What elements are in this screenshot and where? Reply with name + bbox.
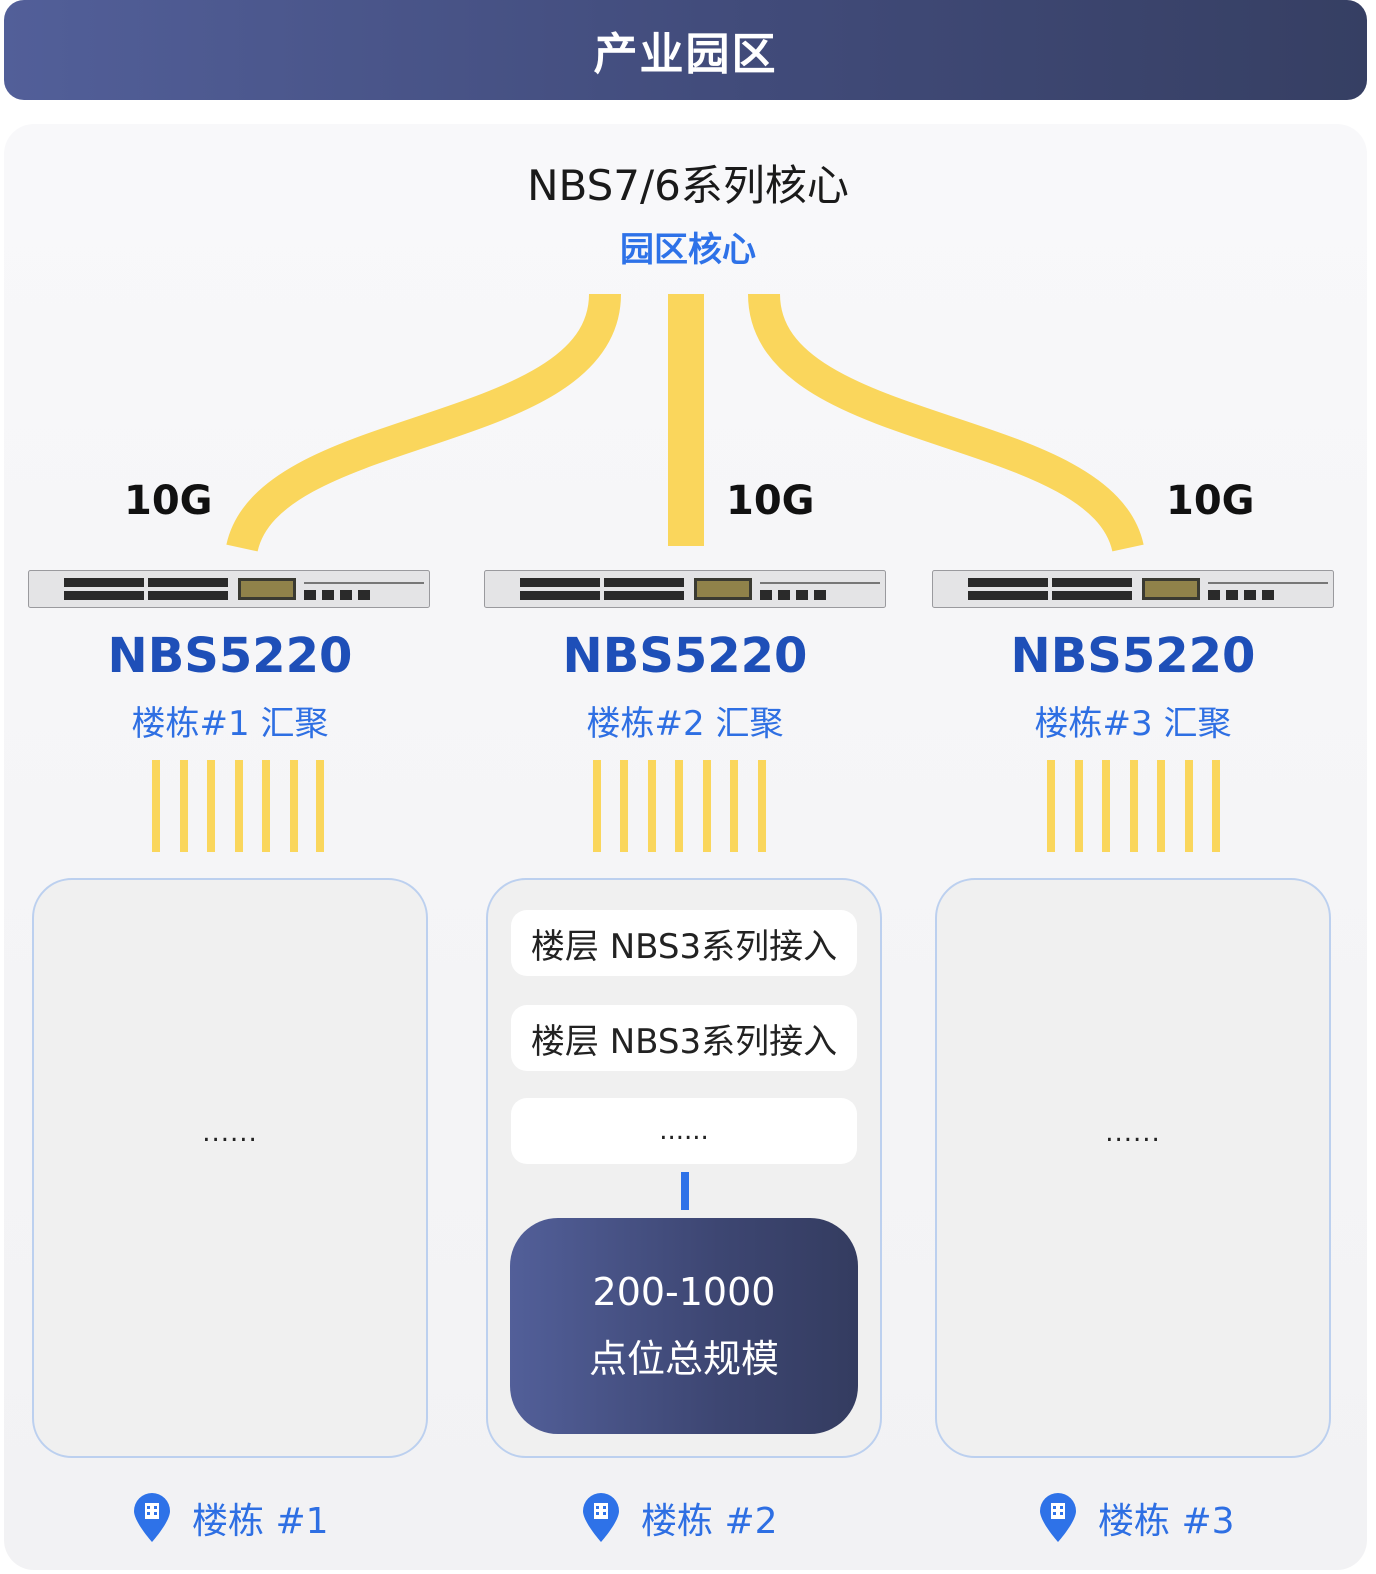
aggregation-role-1: 楼栋#1 汇聚 bbox=[131, 704, 329, 744]
scale-range: 200-1000 bbox=[592, 1270, 776, 1314]
aggregation-model-3: NBS5220 bbox=[1010, 628, 1256, 684]
uplink-left bbox=[226, 292, 621, 553]
switch-device-2 bbox=[484, 570, 886, 608]
floor-access-row-1: 楼层 NBS3系列接入 bbox=[511, 910, 857, 976]
aggregation-role-2: 楼栋#2 汇聚 bbox=[586, 704, 784, 744]
aggregation-model-1: NBS5220 bbox=[107, 628, 353, 684]
scale-summary-box: 200-1000 点位总规模 bbox=[510, 1218, 858, 1434]
switch-device-1 bbox=[28, 570, 430, 608]
downlink-bars bbox=[152, 760, 1220, 852]
floor-access-placeholder: ...... bbox=[511, 1098, 857, 1164]
uplink-label-1: 10G bbox=[124, 478, 213, 524]
aggregation-model-2: NBS5220 bbox=[562, 628, 808, 684]
building-1-placeholder: ...... bbox=[202, 1118, 258, 1148]
floor-access-row-2: 楼层 NBS3系列接入 bbox=[511, 1005, 857, 1071]
uplink-right bbox=[748, 292, 1144, 553]
building-label-3: 楼栋 #3 bbox=[1098, 1501, 1235, 1542]
uplink-middle bbox=[668, 294, 704, 546]
page-title: 产业园区 bbox=[593, 29, 778, 80]
building-label-1: 楼栋 #1 bbox=[192, 1501, 329, 1542]
core-switch-title: NBS7/6系列核心 bbox=[527, 161, 849, 210]
building-card-1 bbox=[32, 878, 428, 1458]
page-header: 产业园区 bbox=[4, 0, 1367, 100]
location-building-icon bbox=[134, 1493, 170, 1542]
aggregation-role-3: 楼栋#3 汇聚 bbox=[1034, 704, 1232, 744]
location-building-icon bbox=[1040, 1493, 1076, 1542]
building-label-1-group: 楼栋 #1 bbox=[132, 1492, 329, 1544]
uplink-label-2: 10G bbox=[726, 478, 815, 524]
building-label-2-group: 楼栋 #2 bbox=[581, 1492, 778, 1544]
location-building-icon bbox=[583, 1493, 619, 1542]
building-card-3 bbox=[935, 878, 1331, 1458]
scale-caption: 点位总规模 bbox=[588, 1337, 779, 1381]
switch-device-3 bbox=[932, 570, 1334, 608]
scale-connector bbox=[681, 1172, 689, 1210]
core-switch-role: 园区核心 bbox=[620, 230, 756, 270]
building-label-2: 楼栋 #2 bbox=[641, 1501, 778, 1542]
building-label-3-group: 楼栋 #3 bbox=[1038, 1492, 1235, 1544]
building-3-placeholder: ...... bbox=[1105, 1118, 1161, 1148]
uplink-label-3: 10G bbox=[1166, 478, 1255, 524]
